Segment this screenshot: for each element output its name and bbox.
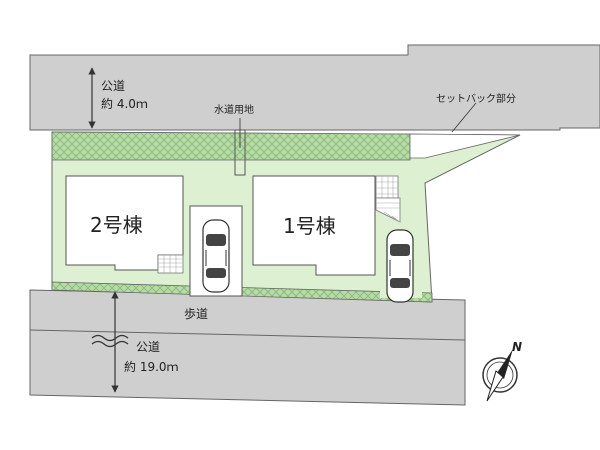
sidewalk-edge [29,329,466,341]
building-2-label: 2号棟 [90,213,143,237]
car-icon-1 [202,219,230,293]
building-2-steps [158,255,183,273]
north-road [29,44,600,131]
south-road [29,289,466,406]
building-1-entry [375,175,399,199]
building-2-entry [157,254,184,274]
building-1 [252,175,376,276]
setback-strip-north [51,131,411,161]
water-label: 水道用地 [214,103,254,116]
sidewalk-label: 歩道 [184,306,208,321]
break-mark [91,334,129,342]
setback-leader [451,102,477,133]
compass-icon: N [482,340,522,402]
south-road-width: 約 19.0ｍ [124,359,179,374]
compass-north-label: N [512,340,522,354]
setback-label: セットバック部分 [436,92,516,105]
setback-triangle [409,133,521,159]
building-1-stair-lines [376,202,401,223]
building-1-grid [376,176,398,198]
north-road-width: 約 4.0ｍ [101,96,148,111]
car-icon-2 [386,229,414,303]
south-road-label: 公道 [136,340,160,354]
building-1-label: 1号棟 [283,214,336,238]
north-road-label: 公道 [101,79,125,93]
